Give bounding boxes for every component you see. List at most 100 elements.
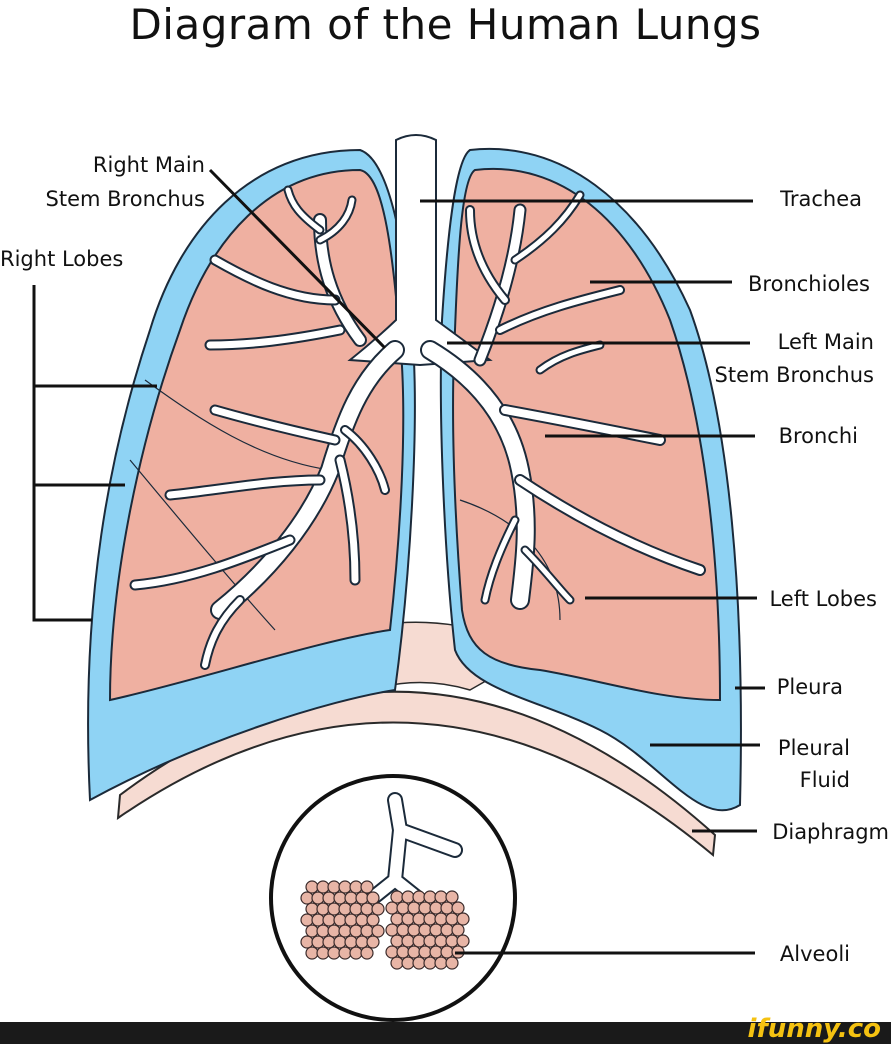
alveolus (445, 956, 459, 970)
alveolus (316, 880, 330, 894)
alveolus (305, 902, 319, 916)
label-pleural-fluid-2: Fluid (800, 768, 850, 792)
alveolus (451, 901, 465, 915)
alveolus (316, 924, 330, 938)
alveolus (311, 913, 325, 927)
alveolus (407, 945, 421, 959)
alveolus (300, 891, 314, 905)
alveolus (349, 902, 363, 916)
alveolus (434, 956, 448, 970)
alveolus (360, 880, 374, 894)
label-bronchi: Bronchi (779, 424, 858, 448)
alveolus (445, 912, 459, 926)
alveolus (355, 913, 369, 927)
label-left-lobes: Left Lobes (769, 587, 877, 611)
alveolus (390, 912, 404, 926)
watermark-logo: ifunny.co (747, 1014, 881, 1044)
alveolus (349, 946, 363, 960)
alveolus (360, 924, 374, 938)
label-right-main-stem-2: Stem Bronchus (46, 187, 205, 211)
page-title: Diagram of the Human Lungs (129, 0, 762, 49)
alveolus (360, 946, 374, 960)
alveolus (366, 891, 380, 905)
alveolus (316, 946, 330, 960)
label-right-lobes: Right Lobes (0, 247, 123, 271)
alveolus (440, 901, 454, 915)
alveolus (407, 901, 421, 915)
alveolus (344, 913, 358, 927)
alveolus (429, 945, 443, 959)
alveolus (385, 945, 399, 959)
alveolus (360, 902, 374, 916)
alveolus (366, 913, 380, 927)
alveolus (396, 945, 410, 959)
alveolus (355, 935, 369, 949)
alveolus (396, 901, 410, 915)
label-left-main-stem-2: Stem Bronchus (715, 363, 874, 387)
alveolus (327, 880, 341, 894)
alveolus (344, 891, 358, 905)
watermark-bar (0, 1022, 891, 1044)
alveolus (423, 912, 437, 926)
alveolus (440, 945, 454, 959)
alveolus (338, 924, 352, 938)
alveolus (423, 934, 437, 948)
alveolus (311, 891, 325, 905)
label-alveoli: Alveoli (780, 942, 850, 966)
alveolus (333, 891, 347, 905)
alveolus (305, 880, 319, 894)
alveolus (401, 890, 415, 904)
alveolus (412, 934, 426, 948)
alveolus (434, 934, 448, 948)
right-lobes-bracket (32, 285, 92, 622)
alveolus (300, 913, 314, 927)
alveolus (390, 934, 404, 948)
label-diaphragm: Diaphragm (772, 820, 889, 844)
alveolus (418, 923, 432, 937)
alveolus (390, 890, 404, 904)
alveoli-cluster (300, 880, 470, 970)
alveolus (423, 890, 437, 904)
alveolus (355, 891, 369, 905)
alveolus (429, 923, 443, 937)
alveolus (300, 935, 314, 949)
alveolus (305, 924, 319, 938)
alveolus (322, 935, 336, 949)
alveolus (338, 946, 352, 960)
alveolus (401, 912, 415, 926)
alveolus (418, 945, 432, 959)
alveolus (429, 901, 443, 915)
alveolus (445, 890, 459, 904)
alveolus (327, 902, 341, 916)
alveolus (401, 956, 415, 970)
alveolus (327, 946, 341, 960)
alveolus (316, 902, 330, 916)
alveolus (349, 924, 363, 938)
alveolus (344, 935, 358, 949)
alveolus (322, 913, 336, 927)
right-fissure-2 (129, 459, 276, 631)
alveolus (412, 890, 426, 904)
alveolus (322, 891, 336, 905)
alveolus (407, 923, 421, 937)
alveolus (385, 901, 399, 915)
alveolus (366, 935, 380, 949)
right-main-stem-leader (208, 168, 387, 350)
alveolus (412, 956, 426, 970)
alveolus (371, 924, 385, 938)
right-lung (108, 168, 405, 702)
right-bronchial-tree (129, 185, 405, 670)
alveolus (456, 934, 470, 948)
alveolus (385, 923, 399, 937)
right-fissure-1 (144, 379, 331, 471)
alveolus (311, 935, 325, 949)
label-pleura: Pleura (777, 675, 843, 699)
alveolus (445, 934, 459, 948)
alveolus (338, 902, 352, 916)
alveolus (349, 880, 363, 894)
alveolus (456, 912, 470, 926)
label-trachea: Trachea (779, 187, 862, 211)
alveolus (418, 901, 432, 915)
label-pleural-fluid-1: Pleural (778, 736, 850, 760)
alveolus (333, 935, 347, 949)
